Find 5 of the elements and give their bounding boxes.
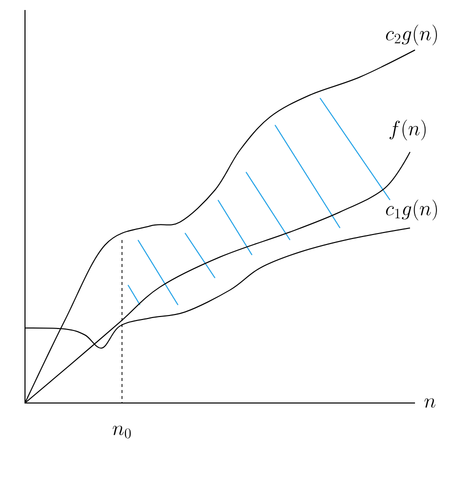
axis-label: $n$ [424,398,436,408]
curve-label: $f(n)$ [390,120,426,140]
axis-label: $n_0$ [112,426,131,438]
curve-label: $c_1 g(n)$ [386,200,437,220]
curve-label: $c_2 g(n)$ [386,24,437,46]
